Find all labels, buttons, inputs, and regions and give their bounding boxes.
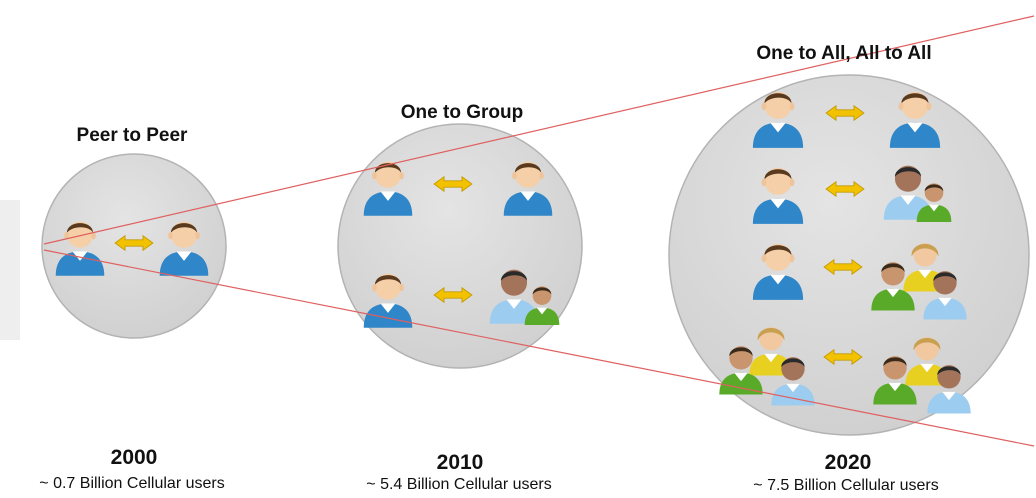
lower-trend-line [43, 249, 1035, 447]
stage-2000-year: 2000 [110, 446, 158, 469]
stage-2010-year: 2010 [436, 451, 484, 474]
expansion-lines [43, 15, 1035, 447]
stage-2020-year: 2020 [824, 451, 872, 474]
upper-trend-line [43, 15, 1035, 245]
stage-2000-title: Peer to Peer [76, 125, 188, 146]
circle-2010 [337, 123, 583, 369]
stage-2010-users: ~ 5.4 Billion Cellular users [366, 476, 552, 493]
stage-2010-title: One to Group [400, 102, 524, 123]
stage-2020-users: ~ 7.5 Billion Cellular users [753, 477, 939, 494]
left-edge-panel [0, 200, 20, 340]
stage-2000-users: ~ 0.7 Billion Cellular users [39, 475, 225, 492]
stage-2020-title: One to All, All to All [756, 43, 932, 64]
